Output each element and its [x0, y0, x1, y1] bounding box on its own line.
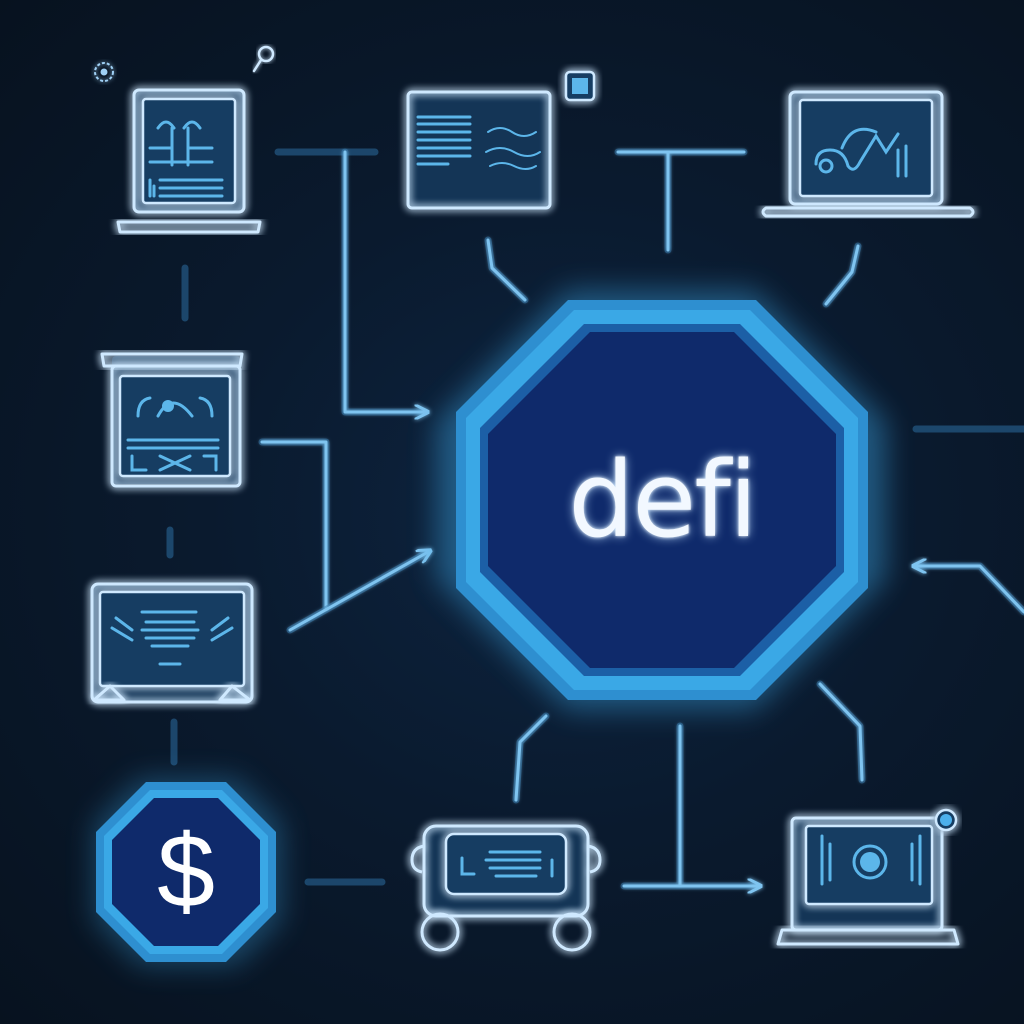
dollar-node[interactable]: $ — [96, 782, 276, 962]
defi-hub-node[interactable]: defi — [456, 300, 868, 700]
laptop-chart-icon — [761, 90, 975, 218]
search-icon — [252, 45, 275, 73]
gear-icon — [94, 62, 114, 82]
connector-group — [170, 152, 1024, 886]
document-window-icon — [406, 70, 596, 210]
laptop-icon — [116, 88, 262, 234]
kiosk-icon — [100, 352, 244, 488]
dollar-octagon-frame — [96, 782, 276, 962]
cart-terminal-icon — [410, 824, 602, 952]
monitor-icon — [90, 582, 254, 704]
laptop-icon — [776, 808, 960, 946]
dollar-icon: $ — [157, 813, 215, 930]
hub-label: defi — [568, 439, 758, 561]
octagon-frame — [456, 300, 868, 700]
